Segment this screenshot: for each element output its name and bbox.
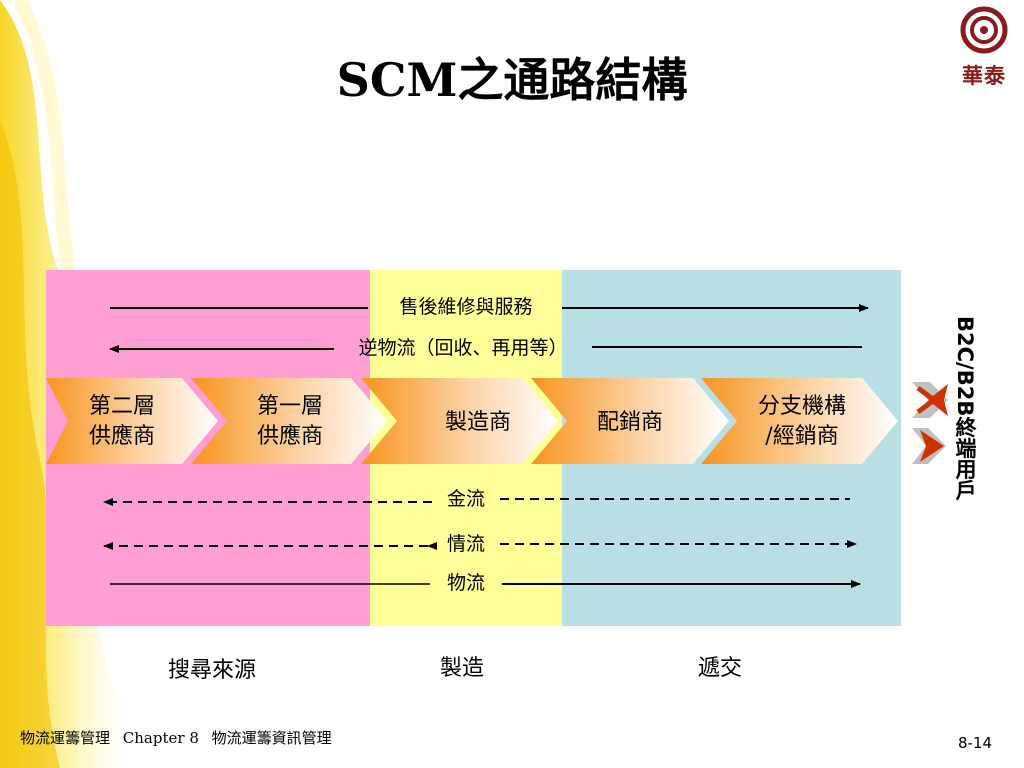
footer-chapter-title: 物流運籌資訊管理 [211, 729, 332, 747]
logo-brand-text: 華泰 [962, 64, 1006, 88]
chain-node-distributor: 配銷商 [596, 410, 664, 435]
chevron-branch-dealer [701, 378, 898, 464]
info-flow-label: 情流 [446, 533, 486, 555]
logo-ring-icon [960, 6, 1008, 54]
page-number: 8-14 [958, 734, 993, 752]
chevron-manufacturer [361, 378, 558, 464]
phase-manufacturing-label: 製造 [439, 656, 485, 681]
chain-node-branch: 分支機構 /經銷商 [757, 394, 847, 449]
phase-sourcing-label: 搜尋來源 [167, 658, 257, 683]
chain-node-tier2: 第二層 供應商 [88, 394, 156, 449]
end-user-arrow-icon-top [912, 382, 948, 418]
material-flow-label: 物流 [446, 572, 486, 594]
footer-course: 物流運籌管理 [20, 729, 111, 747]
chain-node-tier1: 第一層 供應商 [256, 394, 324, 449]
footer: 物流運籌管理 Chapter 8 物流運籌資訊管理 [20, 727, 340, 748]
cash-flow-label: 金流 [446, 488, 486, 510]
after-sales-label: 售後維修與服務 [399, 296, 533, 318]
page-title: SCM之通路結構 [336, 53, 688, 107]
chevron-tier2-supplier [46, 378, 218, 464]
end-user-label: B2C/B2B終端用戶 [953, 316, 977, 501]
phase-delivery-label: 遞交 [697, 656, 743, 681]
reverse-logistics-label: 逆物流（回收、再用等） [358, 337, 568, 359]
footer-chapter: Chapter 8 [122, 729, 199, 747]
chain-node-manufacturer: 製造商 [444, 410, 512, 435]
chevron-tier1-supplier [191, 378, 387, 464]
publisher-logo: 華泰 [952, 6, 1016, 88]
end-user-arrow-icon-bottom [912, 428, 946, 464]
chevron-distributor [531, 378, 729, 464]
